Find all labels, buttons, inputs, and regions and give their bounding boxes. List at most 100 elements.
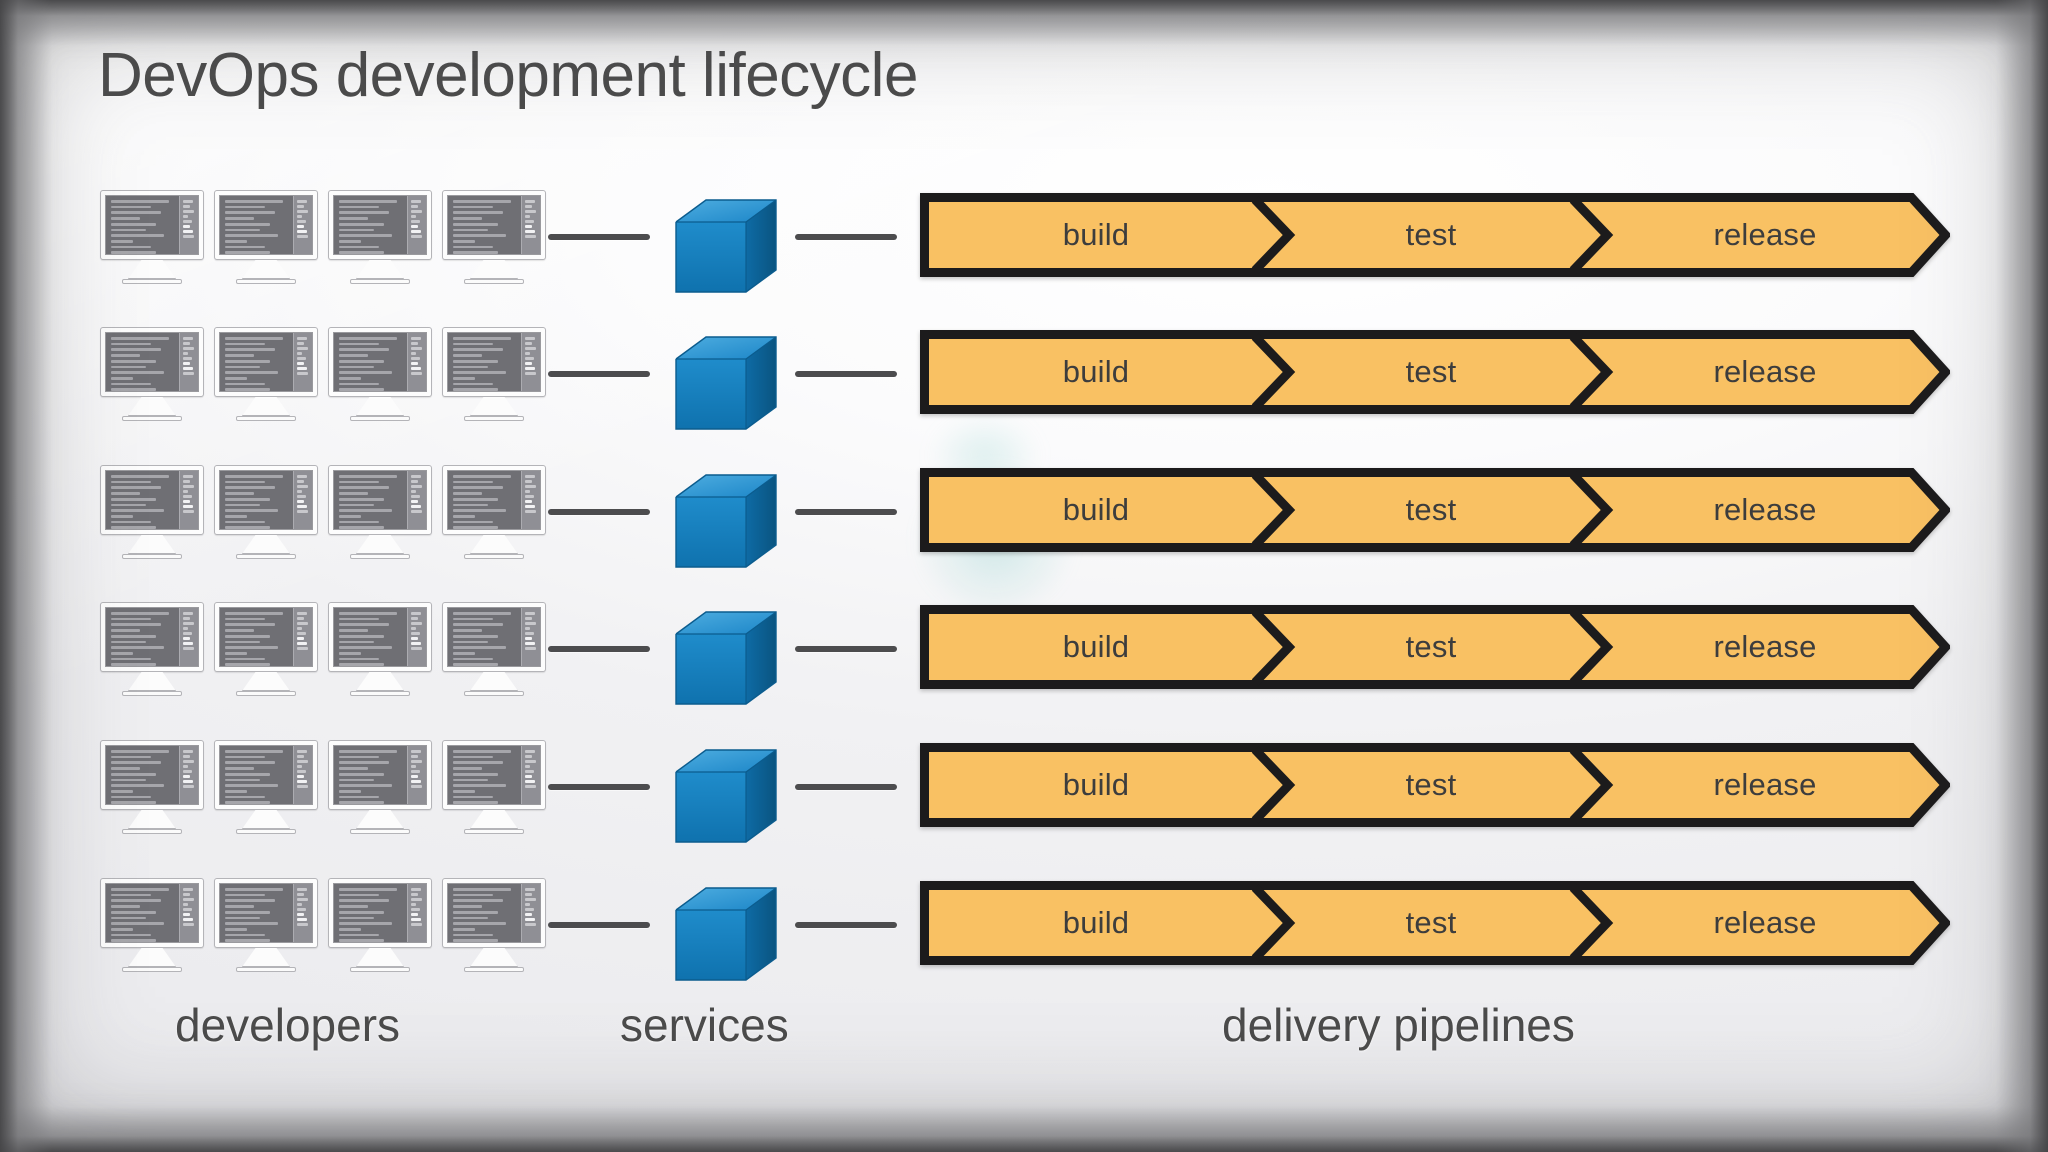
panel-line	[411, 760, 423, 763]
monitor-stand	[356, 810, 404, 829]
code-line	[339, 634, 385, 638]
desktop-monitor-icon[interactable]	[100, 878, 204, 972]
code-line	[339, 371, 392, 374]
desktop-monitor-icon[interactable]	[442, 327, 546, 421]
service-cube-icon[interactable]	[672, 884, 780, 984]
desktop-monitor-icon[interactable]	[442, 465, 546, 559]
monitor-side-panel	[521, 608, 540, 666]
pipeline-stage-release[interactable]: release	[1713, 905, 1817, 940]
monitor-code-pane	[106, 333, 180, 392]
code-line	[339, 251, 385, 255]
panel-line	[183, 205, 190, 208]
desktop-monitor-icon[interactable]	[214, 327, 318, 421]
delivery-pipeline[interactable]: build test release	[920, 881, 1950, 965]
pipeline-stage-test[interactable]: test	[1405, 767, 1457, 802]
pipeline-stage-test[interactable]: test	[1405, 629, 1457, 664]
pipeline-stage-build[interactable]: build	[1062, 492, 1130, 527]
monitor-screen	[105, 470, 199, 530]
delivery-pipeline[interactable]: build test release	[920, 468, 1950, 552]
desktop-monitor-icon[interactable]	[100, 602, 204, 696]
desktop-monitor-icon[interactable]	[100, 465, 204, 559]
monitor-code-pane	[448, 333, 522, 392]
service-cube-icon[interactable]	[672, 333, 780, 433]
service-cube-icon[interactable]	[672, 471, 780, 571]
code-line	[111, 905, 140, 908]
panel-line	[183, 500, 190, 503]
code-line	[111, 922, 164, 925]
code-line	[111, 755, 151, 759]
desktop-monitor-icon[interactable]	[100, 190, 204, 284]
page-title: DevOps development lifecycle	[98, 41, 918, 110]
desktop-monitor-icon[interactable]	[100, 327, 204, 421]
desktop-monitor-icon[interactable]	[100, 740, 204, 834]
code-line	[339, 382, 379, 386]
delivery-pipeline[interactable]: build test release	[920, 193, 1950, 277]
pipeline-stage-release[interactable]: release	[1713, 629, 1817, 664]
pipeline-stage-build[interactable]: build	[1062, 629, 1130, 664]
pipeline-stage-build[interactable]: build	[1062, 767, 1130, 802]
pipeline-stage-release[interactable]: release	[1713, 492, 1817, 527]
code-line	[225, 234, 278, 237]
delivery-pipeline[interactable]: build test release	[920, 743, 1950, 827]
desktop-monitor-icon[interactable]	[214, 878, 318, 972]
code-line	[225, 629, 254, 632]
desktop-monitor-icon[interactable]	[328, 327, 432, 421]
panel-line	[297, 918, 307, 921]
pipeline-stage-test[interactable]: test	[1405, 217, 1457, 252]
delivery-pipeline[interactable]: build test release	[920, 605, 1950, 689]
pipeline-stage-build[interactable]: build	[1062, 905, 1130, 940]
code-line	[111, 640, 147, 644]
panel-line	[411, 775, 418, 778]
delivery-pipeline[interactable]: build test release	[920, 330, 1950, 414]
desktop-monitor-icon[interactable]	[328, 190, 432, 284]
monitor-stand	[128, 810, 176, 829]
monitor-side-panel	[407, 333, 426, 391]
pipeline-stage-build[interactable]: build	[1062, 217, 1130, 252]
code-line	[453, 623, 504, 627]
monitor-screen	[105, 195, 199, 255]
service-cube-icon[interactable]	[672, 608, 780, 708]
pipeline-stage-test[interactable]: test	[1405, 354, 1457, 389]
pipeline-stage-build[interactable]: build	[1062, 354, 1130, 389]
monitor-bezel	[442, 465, 546, 535]
panel-line	[183, 225, 190, 228]
pipeline-stage-release[interactable]: release	[1713, 217, 1817, 252]
panel-line	[183, 357, 192, 360]
panel-line	[297, 923, 309, 926]
code-line	[453, 348, 504, 352]
desktop-monitor-icon[interactable]	[214, 602, 318, 696]
panel-line	[297, 888, 307, 891]
code-line	[453, 526, 499, 530]
code-line	[111, 939, 157, 943]
desktop-monitor-icon[interactable]	[328, 602, 432, 696]
desktop-monitor-icon[interactable]	[442, 190, 546, 284]
code-line	[225, 767, 254, 770]
pipeline-stage-test[interactable]: test	[1405, 492, 1457, 527]
panel-line	[411, 215, 417, 218]
panel-line	[297, 205, 304, 208]
code-line	[111, 205, 151, 209]
desktop-monitor-icon[interactable]	[442, 740, 546, 834]
panel-line	[411, 235, 423, 238]
panel-line	[411, 337, 421, 340]
monitor-side-panel	[407, 884, 426, 942]
code-line	[111, 617, 151, 621]
desktop-monitor-icon[interactable]	[328, 878, 432, 972]
desktop-monitor-icon[interactable]	[328, 465, 432, 559]
desktop-monitor-icon[interactable]	[214, 465, 318, 559]
code-line	[339, 640, 375, 644]
service-cube-icon[interactable]	[672, 196, 780, 296]
code-line	[111, 910, 157, 914]
desktop-monitor-icon[interactable]	[442, 878, 546, 972]
pipeline-stage-release[interactable]: release	[1713, 354, 1817, 389]
code-line	[453, 905, 482, 908]
monitor-code-pane	[448, 884, 522, 943]
monitor-side-panel	[293, 196, 312, 254]
pipeline-stage-test[interactable]: test	[1405, 905, 1457, 940]
service-cube-icon[interactable]	[672, 746, 780, 846]
desktop-monitor-icon[interactable]	[214, 190, 318, 284]
desktop-monitor-icon[interactable]	[214, 740, 318, 834]
desktop-monitor-icon[interactable]	[442, 602, 546, 696]
desktop-monitor-icon[interactable]	[328, 740, 432, 834]
pipeline-stage-release[interactable]: release	[1713, 767, 1817, 802]
